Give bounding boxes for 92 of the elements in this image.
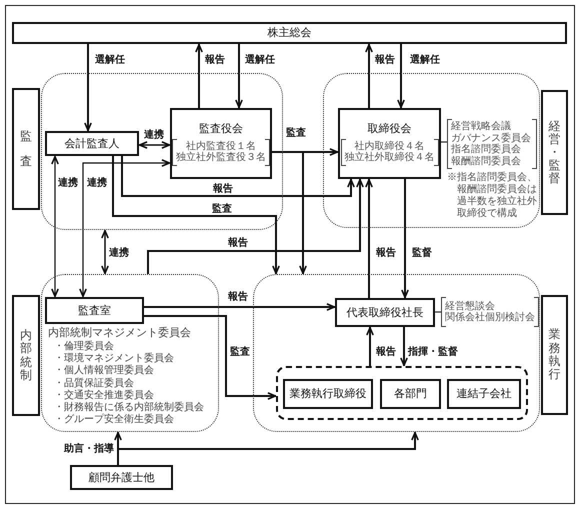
arrow bbox=[365, 44, 373, 108]
arrow bbox=[272, 151, 307, 274]
edge-label: 連携 bbox=[86, 178, 108, 188]
edge-label: 報告 bbox=[375, 248, 397, 258]
committee-heading: 内部統制マネジメント委員会 bbox=[48, 327, 191, 339]
arrow bbox=[112, 156, 280, 274]
side-label-box bbox=[541, 295, 568, 415]
org-box bbox=[70, 465, 173, 490]
org-box bbox=[170, 108, 272, 179]
committee-item: ・倫理委員会 bbox=[54, 341, 114, 352]
member-count: 社内監査役１名 bbox=[186, 140, 256, 152]
arrow bbox=[235, 44, 243, 108]
arrow bbox=[144, 303, 336, 311]
unit-name: 取締役会 bbox=[368, 122, 412, 136]
unit-name: 代表取締役社長 bbox=[346, 306, 424, 320]
side-label: 経営・監督 bbox=[548, 120, 560, 186]
arrow bbox=[365, 178, 373, 298]
committee-name: 経営戦略会議 bbox=[451, 121, 511, 132]
double-arrow bbox=[138, 141, 170, 149]
edge-label: 報告 bbox=[204, 54, 226, 66]
committee-name: 指名諮問委員会 bbox=[451, 144, 521, 156]
org-box bbox=[380, 379, 441, 409]
arrow bbox=[195, 44, 203, 108]
meeting-name: 関係会社個別検討会 bbox=[445, 312, 535, 324]
arrow bbox=[117, 432, 419, 465]
side-label: 内部統制 bbox=[20, 328, 32, 382]
member-count: 独立社外取締役４名 bbox=[344, 152, 434, 164]
committee-item: ・環境マネジメント委員会 bbox=[54, 353, 174, 364]
arrow bbox=[397, 44, 405, 108]
org-box bbox=[45, 131, 139, 156]
arrow bbox=[401, 179, 409, 298]
org-box bbox=[335, 298, 435, 327]
unit-name: 株主総会 bbox=[268, 26, 312, 40]
meeting-name: 経営懇談会 bbox=[445, 300, 495, 312]
org-box bbox=[45, 297, 144, 324]
edge-label: 選解任 bbox=[94, 54, 126, 66]
arrow bbox=[121, 156, 355, 197]
edge-label: 選解任 bbox=[409, 54, 441, 66]
committee-item: ・財務報告に係る内部統制委員会 bbox=[54, 402, 204, 414]
committee-item: ・個人情報管理委員会 bbox=[54, 365, 154, 378]
edge-label: 報告 bbox=[375, 346, 397, 358]
edge-label: 監査 bbox=[229, 346, 251, 358]
edge-label: 報告 bbox=[212, 184, 234, 194]
edge-label: 助言・指導 bbox=[63, 444, 115, 454]
double-arrow bbox=[101, 230, 109, 274]
unit-name: 各部門 bbox=[394, 387, 427, 401]
edge-label: 監督 bbox=[411, 248, 433, 258]
side-label: 業務執行 bbox=[548, 328, 560, 382]
unit-name: 監査役会 bbox=[199, 122, 243, 136]
member-count: 社内取締役４名 bbox=[354, 140, 424, 152]
unit-name: 監査室 bbox=[78, 304, 111, 318]
unit-name: 連結子会社 bbox=[456, 387, 512, 401]
dotted-region bbox=[323, 73, 540, 228]
committee-name: 報酬諮問委員会 bbox=[451, 156, 521, 167]
member-count: 独立社外監査役３名 bbox=[176, 152, 266, 164]
org-box bbox=[12, 22, 567, 44]
org-box bbox=[447, 379, 521, 409]
dotted-region bbox=[41, 73, 283, 230]
committee-name: ガバナンス委員会 bbox=[451, 132, 531, 144]
dashed-group-frame bbox=[276, 366, 528, 420]
committee-item: ・交通安全推進委員会 bbox=[54, 390, 154, 402]
unit-name: 会計監査人 bbox=[64, 136, 120, 150]
double-arrow bbox=[51, 156, 59, 298]
edge-label: 連携 bbox=[57, 178, 79, 188]
edge-label: 選解任 bbox=[244, 54, 276, 66]
arrow bbox=[147, 178, 364, 274]
edge-label: 指揮・監督 bbox=[407, 346, 459, 358]
edge-label: 連携 bbox=[108, 248, 130, 258]
arrow bbox=[144, 315, 276, 400]
arrow bbox=[366, 326, 374, 366]
arrow bbox=[84, 44, 92, 132]
org-box bbox=[283, 379, 373, 409]
double-arrow bbox=[79, 159, 170, 298]
arrow bbox=[400, 327, 408, 366]
dotted-region bbox=[41, 274, 219, 432]
committee-item: ・グループ安全衛生委員会 bbox=[54, 414, 174, 426]
edge-label: 監査 bbox=[285, 128, 307, 138]
edge-label: 連携 bbox=[143, 130, 165, 140]
dotted-region bbox=[253, 274, 540, 432]
edge-label: 報告 bbox=[374, 54, 396, 66]
footnote: ※指名諮問委員会、報酬諮問委員会は過半数を独立社外取締役で構成 bbox=[447, 172, 538, 220]
edge-label: 報告 bbox=[227, 292, 249, 302]
committee-item: ・品質保証委員会 bbox=[54, 378, 134, 390]
edge-label: 報告 bbox=[227, 238, 249, 248]
side-label-box bbox=[541, 90, 568, 215]
org-box bbox=[338, 108, 441, 179]
edge-label: 監査 bbox=[211, 204, 233, 214]
unit-name: 顧問弁護士他 bbox=[88, 470, 154, 484]
unit-name: 業務執行取締役 bbox=[290, 387, 366, 401]
side-label-box bbox=[12, 88, 40, 210]
side-label: 監査 bbox=[20, 128, 32, 170]
side-label-box bbox=[12, 295, 40, 416]
